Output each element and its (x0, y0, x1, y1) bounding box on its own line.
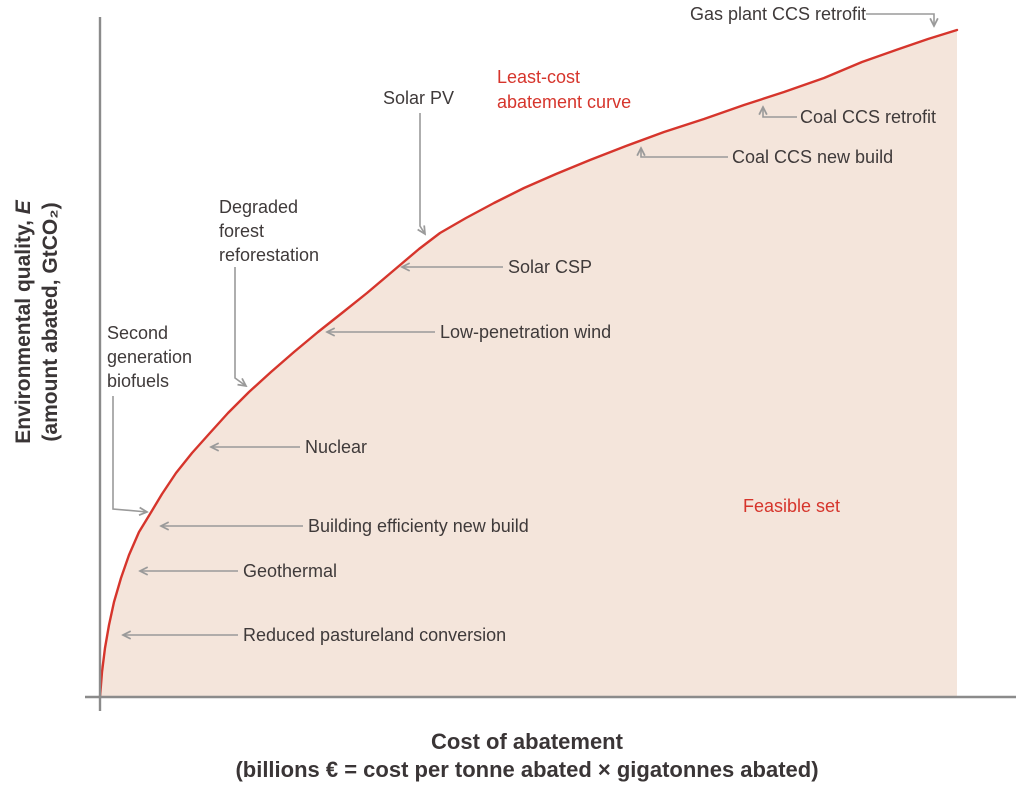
nuclear-label: Nuclear (305, 437, 368, 457)
second-generation-biofuels-label: Second generation biofuels (107, 323, 193, 391)
degraded-forest-reforestation-label: Degraded forest reforestation (219, 197, 320, 265)
solar-csp-label: Solar CSP (508, 257, 593, 277)
feasible-set-region (100, 30, 957, 697)
coal-ccs-new-build-label: Coal CCS new build (732, 147, 894, 167)
degraded-forest-arrow (234, 267, 246, 386)
geothermal-label: Geothermal (243, 561, 338, 581)
second-generation-biofuels-arrow (112, 396, 147, 512)
reduced-pastureland-conversion-label: Reduced pastureland conversion (243, 625, 507, 645)
y-axis-title-line2: (amount abated, GtCO₂) (39, 202, 62, 442)
y-axis-title-line1: Environmental quality, E (12, 200, 35, 444)
building-efficiency-new-build-label: Building efficienty new build (308, 516, 529, 536)
coal-ccs-retrofit-label: Coal CCS retrofit (800, 107, 937, 127)
abatement-curve (98, 28, 959, 699)
solar-pv-label: Solar PV (383, 88, 455, 108)
low-penetration-wind-label: Low-penetration wind (440, 322, 612, 342)
least-cost-abatement-curve-label: Least-cost abatement curve (497, 67, 632, 112)
coal-ccs-retrofit-arrow (763, 107, 797, 118)
gas-plant-ccs-retrofit-label: Gas plant CCS retrofit (690, 4, 867, 24)
y-axis-variable-e: E (12, 200, 35, 215)
feasible-set-label: Feasible set (743, 496, 841, 516)
x-axis-title-line2: (billions € = cost per tonne abated × gi… (235, 757, 819, 782)
gas-plant-ccs-retrofit-arrow (866, 13, 934, 26)
solar-pv-arrow (420, 113, 425, 234)
coal-ccs-new-build-arrow (641, 148, 728, 158)
x-axis-title-line1: Cost of abatement (431, 729, 623, 754)
